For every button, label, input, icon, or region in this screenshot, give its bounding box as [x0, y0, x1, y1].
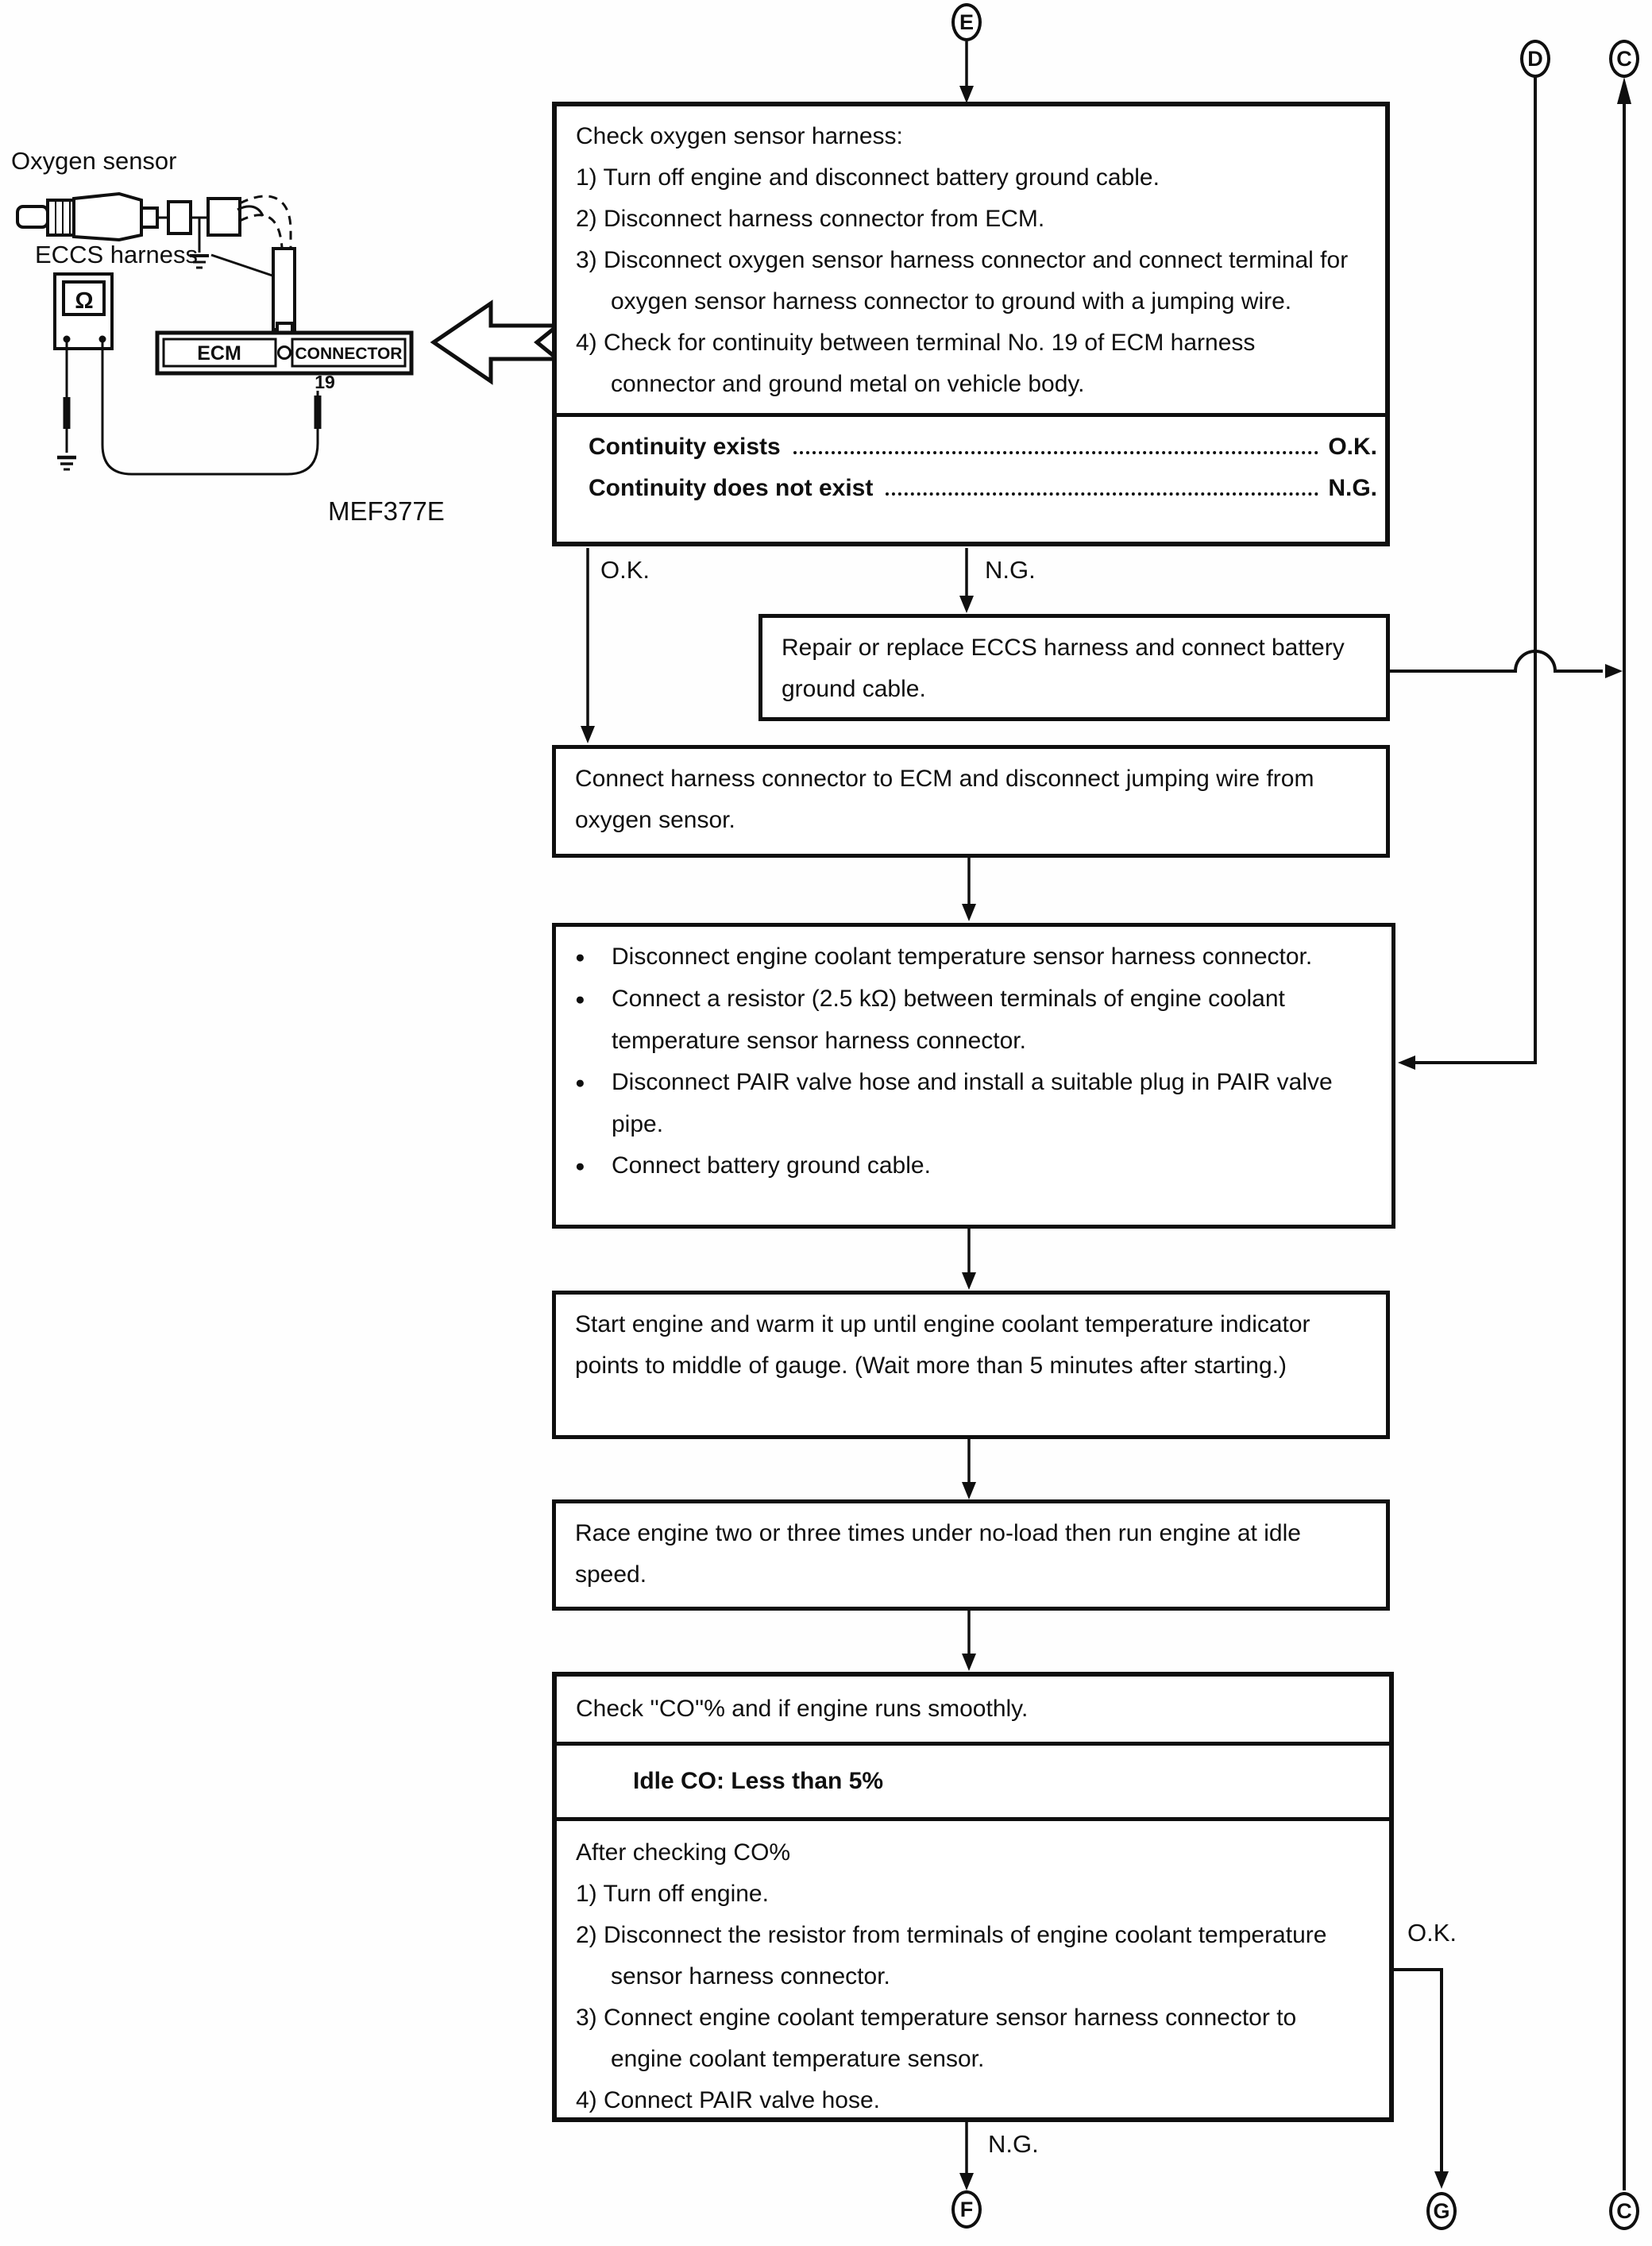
- result-row: Continuity exists O.K.: [589, 434, 1377, 460]
- sensor-body: [72, 191, 143, 242]
- co-after-title: After checking CO%: [576, 1839, 791, 1866]
- terminal-hole-icon: [277, 345, 291, 360]
- edge-d-to-prepare: [1406, 77, 1537, 1064]
- co-after-steps: After checking CO% 1) Turn off engine. 2…: [557, 1821, 1389, 2132]
- prepare-item: ●Connect battery ground cable.: [575, 1145, 1372, 1187]
- ohm-symbol: Ω: [75, 288, 93, 314]
- result-row: Continuity does not exist N.G.: [589, 475, 1377, 501]
- connector-c-top: C: [1609, 40, 1639, 78]
- bullet-icon: ●: [575, 990, 585, 1009]
- edge-ok-to-g: [1390, 1968, 1443, 2182]
- co-step: 4) Connect PAIR valve hose.: [576, 2087, 880, 2113]
- check-box-title: Check oxygen sensor harness:: [576, 123, 903, 149]
- prepare-item: ●Disconnect PAIR valve hose and install …: [575, 1062, 1372, 1145]
- dashed-cable-outer: [239, 195, 292, 248]
- prepare-test-box: ●Disconnect engine coolant temperature s…: [552, 923, 1395, 1229]
- continuity-results: Continuity exists O.K. Continuity does n…: [557, 413, 1385, 509]
- race-engine-box: Race engine two or three times under no-…: [552, 1499, 1390, 1611]
- prepare-item: ●Disconnect engine coolant temperature s…: [575, 936, 1372, 978]
- arrowheads: [581, 77, 1631, 2190]
- check-step: 2) Disconnect harness connector from ECM…: [576, 206, 1045, 232]
- connector-c-bottom: C: [1609, 2192, 1639, 2230]
- inline-connector-a: [167, 200, 192, 235]
- bullet-icon: ●: [575, 948, 585, 967]
- ecm-connector-bar: ECM CONNECTOR: [155, 330, 414, 376]
- oxygen-sensor-illustration: Oxygen sensor: [11, 147, 564, 526]
- eccs-leader-line: [210, 253, 273, 277]
- check-co-box: Check ''CO''% and if engine runs smoothl…: [552, 1672, 1394, 2122]
- co-check-line: Check ''CO''% and if engine runs smoothl…: [557, 1677, 1389, 1746]
- dashed-cable-inner: [239, 214, 284, 249]
- branch-ng-bottom-label: N.G.: [988, 2130, 1039, 2158]
- connector-text: CONNECTOR: [295, 345, 403, 363]
- prepare-item: ●Connect a resistor (2.5 kΩ) between ter…: [575, 978, 1372, 1062]
- check-step: 4) Check for continuity between terminal…: [576, 330, 1256, 397]
- check-step: 1) Turn off engine and disconnect batter…: [576, 164, 1160, 191]
- lead-to-terminal: [101, 342, 319, 476]
- warmup-engine-box: Start engine and warm it up until engine…: [552, 1291, 1390, 1439]
- check-step: 3) Disconnect oxygen sensor harness conn…: [576, 247, 1349, 315]
- check-oxygen-harness-box: Check oxygen sensor harness: 1) Turn off…: [552, 102, 1390, 546]
- co-step: 3) Connect engine coolant temperature se…: [576, 2005, 1297, 2072]
- co-step: 1) Turn off engine.: [576, 1881, 769, 1907]
- bullet-icon: ●: [575, 1157, 585, 1175]
- ohmmeter: Ω: [53, 272, 114, 350]
- edge-repair-to-c: [1390, 650, 1603, 673]
- harness-tube: [272, 247, 296, 331]
- connect-harness-box: Connect harness connector to ECM and dis…: [552, 745, 1390, 858]
- repair-harness-box: Repair or replace ECCS harness and conne…: [758, 614, 1390, 721]
- dotted-leader: [886, 492, 1319, 496]
- branch-ng-label: N.G.: [985, 556, 1036, 584]
- co-spec: Idle CO: Less than 5%: [557, 1746, 1389, 1821]
- sensor-tip: [16, 205, 49, 229]
- connector-f: F: [951, 2190, 982, 2229]
- connector-d: D: [1520, 40, 1550, 78]
- oxygen-sensor-label: Oxygen sensor: [11, 147, 177, 175]
- co-step: 2) Disconnect the resistor from terminal…: [576, 1922, 1327, 1989]
- pointer-arrow-icon: [430, 299, 564, 385]
- connector-e: E: [951, 3, 982, 41]
- connector-g: G: [1426, 2192, 1457, 2230]
- ecm-text: ECM: [197, 342, 241, 365]
- eccs-harness-label: ECCS harness: [35, 241, 198, 268]
- inline-connector-b: [206, 197, 241, 237]
- branch-ok-label: O.K.: [600, 556, 650, 584]
- dotted-leader: [793, 451, 1319, 454]
- bullet-icon: ●: [575, 1074, 585, 1092]
- sensor-stub: [140, 206, 159, 229]
- branch-ok-right-label: O.K.: [1407, 1919, 1457, 1947]
- figure-code: MEF377E: [328, 496, 445, 526]
